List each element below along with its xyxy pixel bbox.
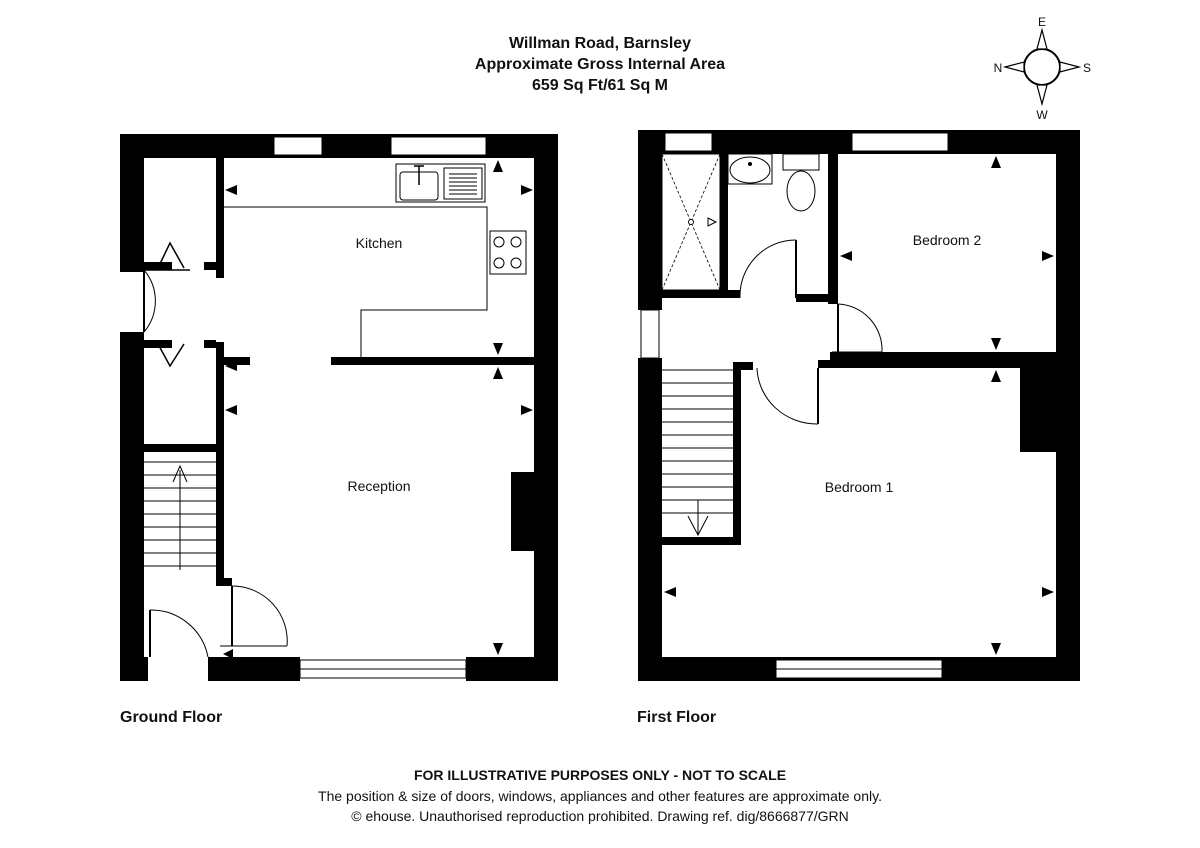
compass-label-s: S <box>1083 61 1091 75</box>
kitchen-window-2 <box>390 136 487 156</box>
ground-floor-plan: Kitchen Reception <box>120 134 558 681</box>
understairs-wall <box>144 444 216 452</box>
landing-window <box>640 309 660 359</box>
ground-floor-label: Ground Floor <box>120 709 223 726</box>
cupboard-door-lower <box>157 343 185 368</box>
kitchen-hob <box>489 230 527 275</box>
compass-label-e: E <box>1038 15 1046 29</box>
first-floor-plan: Bedroom 2 Bedroom 1 <box>638 130 1080 681</box>
entrance-door <box>143 269 190 333</box>
plan-title: Willman Road, Barnsley <box>508 35 692 52</box>
ground-stairs <box>144 461 216 570</box>
front-door <box>149 609 209 658</box>
ground-dimension-markers <box>223 160 533 659</box>
bedroom2-window <box>851 132 949 152</box>
bathroom-basin <box>727 153 773 185</box>
ground-south-wall-left <box>120 657 148 681</box>
bathroom-window <box>664 132 713 152</box>
cupboard-door-upper <box>157 241 185 269</box>
ground-east-wall <box>534 134 558 681</box>
room-label-bedroom1: Bedroom 1 <box>825 479 894 495</box>
disclaimer-text: FOR ILLUSTRATIVE PURPOSES ONLY - NOT TO … <box>413 767 787 783</box>
first-dimension-markers <box>664 156 1054 655</box>
bedroom2-door <box>832 303 883 353</box>
first-floor-stairs <box>662 369 733 537</box>
first-west-wall-lower <box>638 358 662 681</box>
plan-subtitle: Approximate Gross Internal Area <box>474 56 726 73</box>
shower-partition <box>720 154 728 294</box>
first-west-wall-upper <box>638 130 662 310</box>
bathroom-door <box>739 239 797 299</box>
shower-tray <box>661 153 721 291</box>
compass-rose: E W N S <box>994 15 1091 122</box>
room-label-kitchen: Kitchen <box>356 235 403 251</box>
ground-north-wall <box>120 134 558 158</box>
room-label-reception: Reception <box>347 478 410 494</box>
bedroom1-chimney-breast <box>1020 368 1056 452</box>
bedroom1-door <box>756 367 819 425</box>
kitchen-worktop <box>224 206 488 357</box>
bathroom-bedroom2-wall <box>828 154 838 304</box>
bedroom-dividing-wall <box>830 352 1056 360</box>
first-east-wall <box>1056 130 1080 681</box>
copyright-text: © ehouse. Unauthorised reproduction proh… <box>351 808 849 824</box>
ground-south-wall-mid <box>208 657 300 681</box>
kitchen-reception-wall <box>331 357 534 365</box>
reception-chimney-breast <box>511 472 534 551</box>
stair-enclosure-wall <box>733 362 741 545</box>
first-floor-label: First Floor <box>637 709 717 726</box>
compass-label-n: N <box>994 61 1003 75</box>
reception-door <box>220 585 288 647</box>
ground-west-wall-upper <box>120 134 144 272</box>
room-label-bedroom2: Bedroom 2 <box>913 232 982 248</box>
kitchen-window-1 <box>273 136 323 156</box>
bathroom-wc <box>782 153 820 212</box>
plan-area: 659 Sq Ft/61 Sq M <box>531 77 669 94</box>
hall-partition-lower <box>216 342 224 582</box>
ground-west-wall-lower <box>120 332 144 681</box>
kitchen-sink <box>395 163 486 203</box>
compass-label-w: W <box>1036 108 1048 122</box>
hall-partition-upper <box>216 158 224 278</box>
ground-south-wall-right <box>466 657 558 681</box>
footer-note: The position & size of doors, windows, a… <box>318 788 882 804</box>
